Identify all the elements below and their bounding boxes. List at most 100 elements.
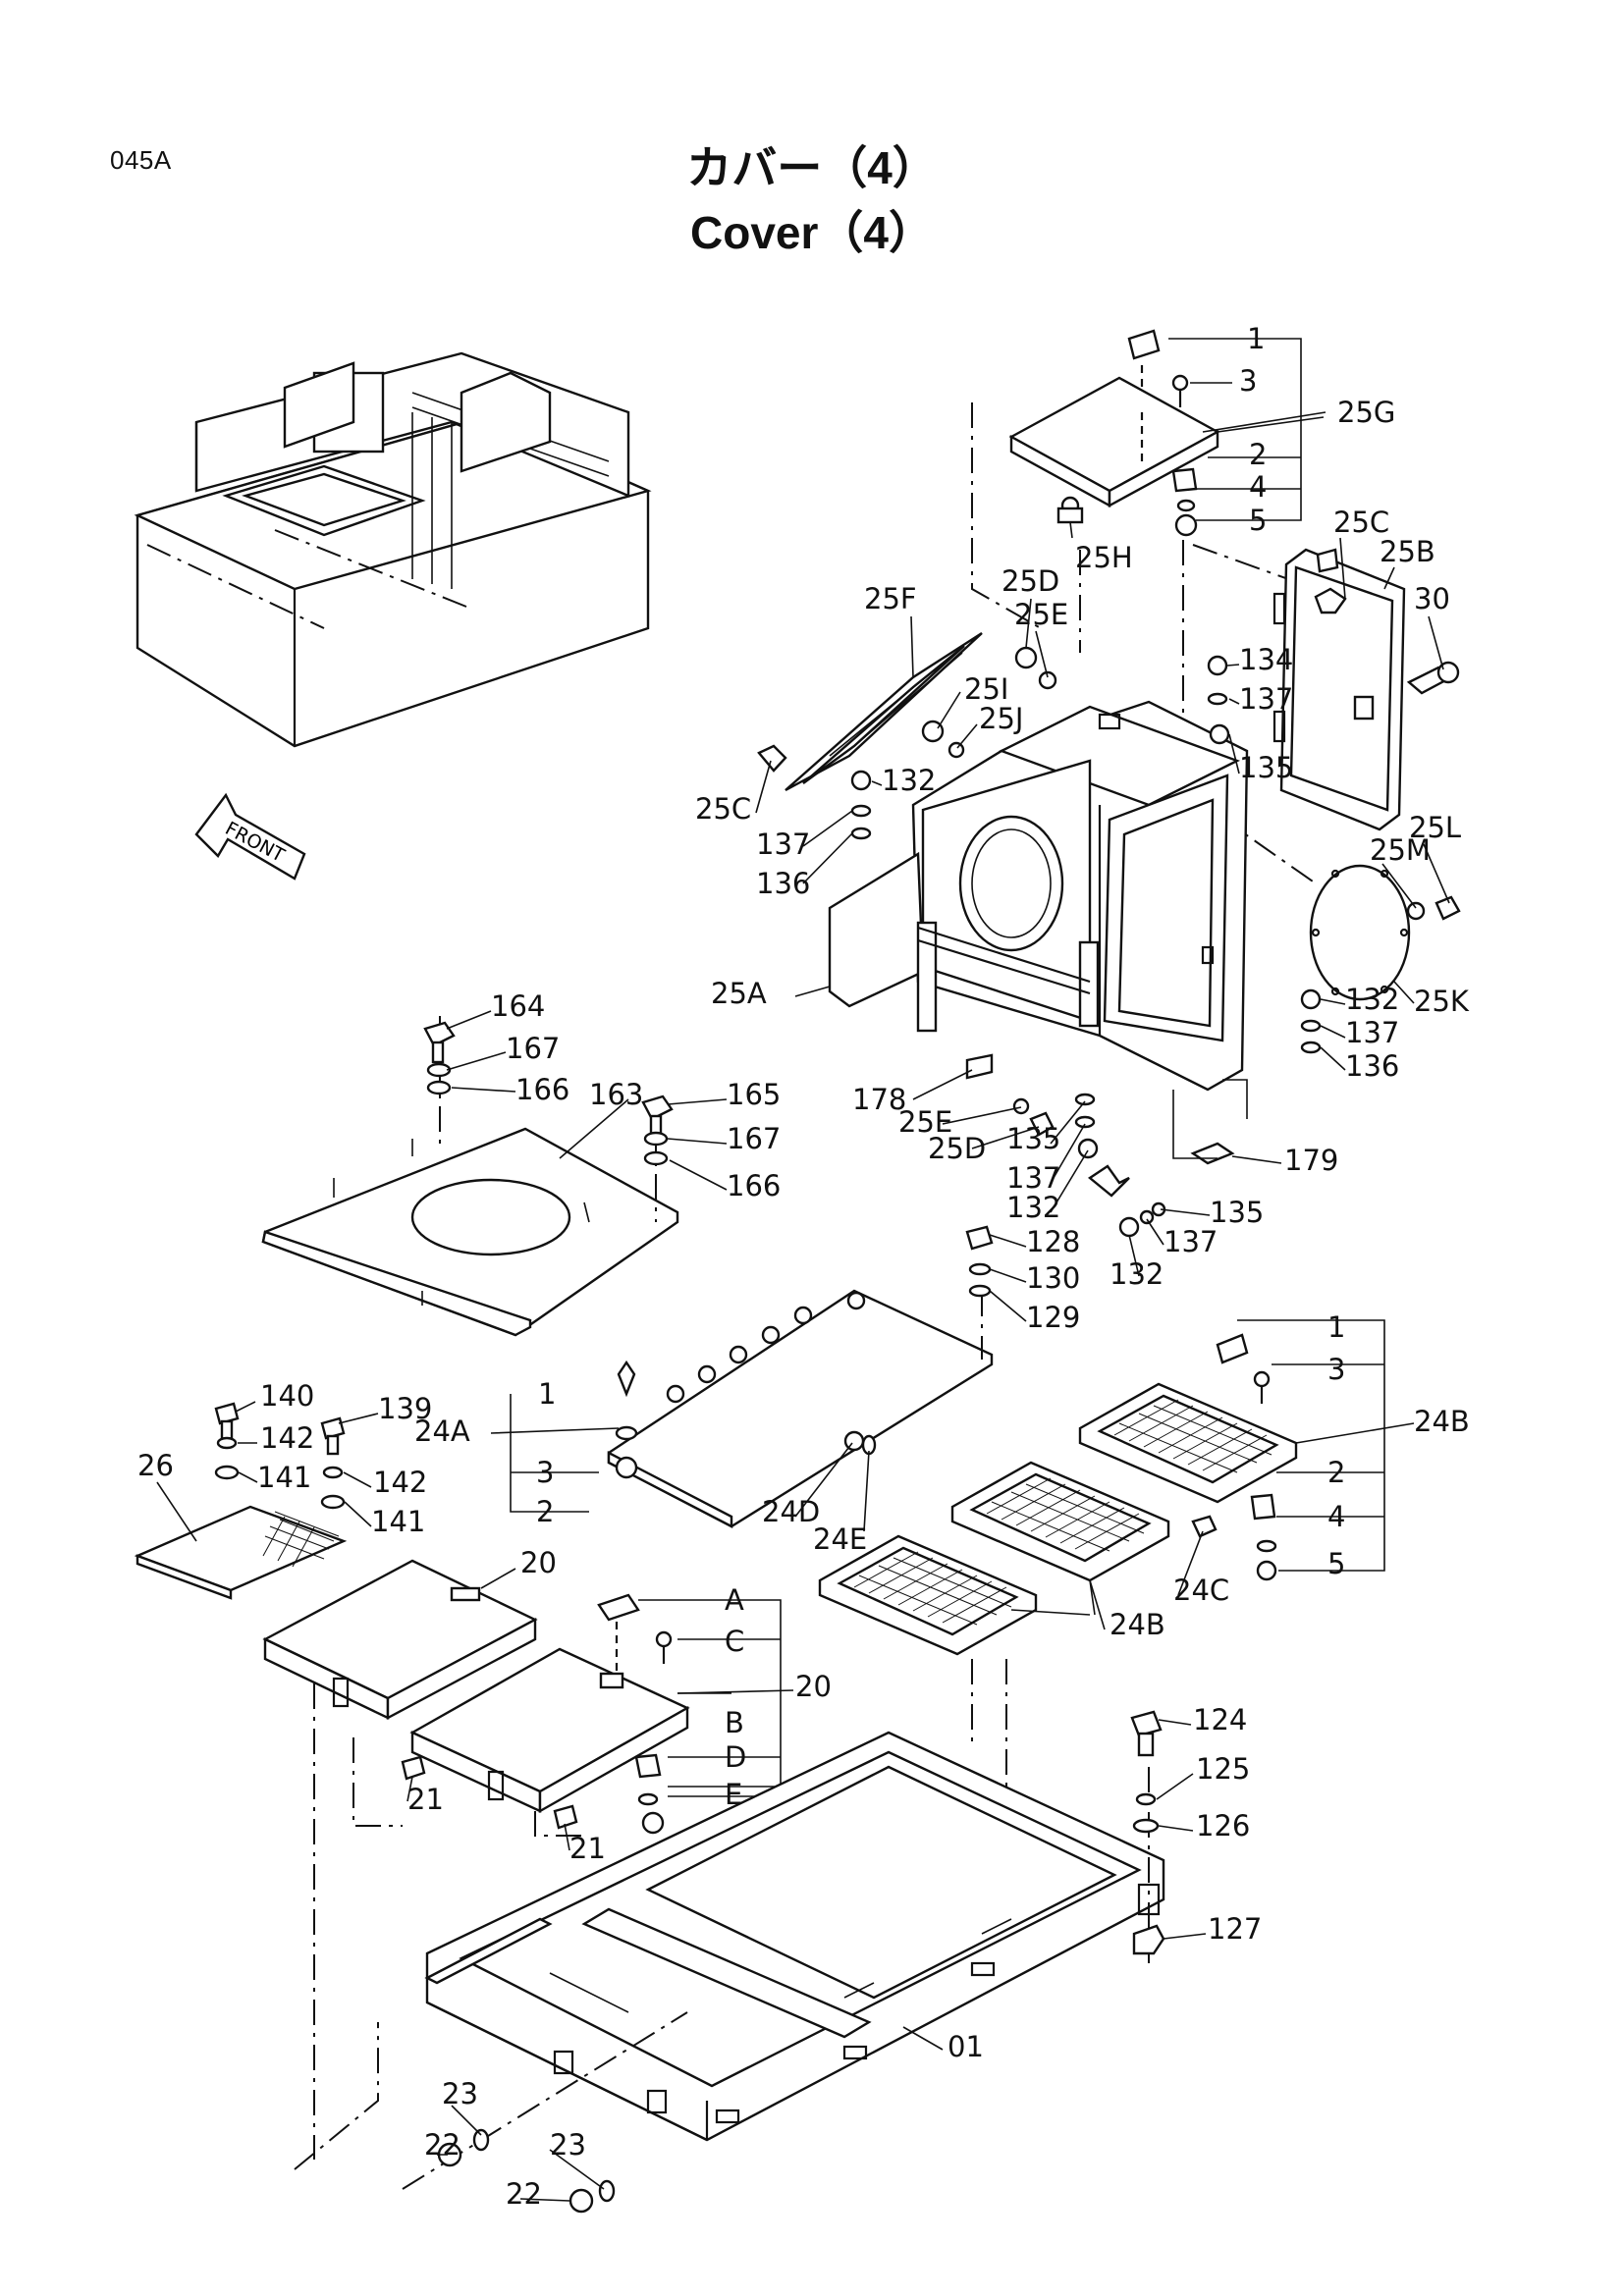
- door-20-b: [409, 1647, 690, 1814]
- callout-167-a: 167: [506, 1032, 560, 1065]
- callout-E: E: [725, 1778, 742, 1811]
- callout-1-left: 1: [538, 1377, 556, 1411]
- callout-132-top: 132: [882, 764, 936, 797]
- callout-25e-top: 25E: [1014, 598, 1068, 631]
- floor-plate-hardware: [423, 1021, 674, 1166]
- callout-labels: 1 3 25G 2 4 5 25H 25C 25B 30 25D 25E 25F…: [137, 322, 1470, 2211]
- callout-141-a: 141: [257, 1461, 311, 1494]
- callout-24a: 24A: [414, 1415, 470, 1448]
- callout-135-r2: 135: [1210, 1196, 1264, 1229]
- title-english: Cover（4）: [690, 207, 934, 258]
- callout-136-left: 136: [756, 867, 810, 900]
- mesh-panel-25f: [785, 631, 983, 792]
- callout-20-b: 20: [795, 1670, 832, 1703]
- callout-25h: 25H: [1075, 541, 1133, 574]
- callout-25a: 25A: [711, 977, 767, 1010]
- round-cover-25k: [1309, 864, 1411, 1001]
- callout-C: C: [725, 1625, 744, 1658]
- floor-plate-163: [261, 1016, 679, 1337]
- callout-30: 30: [1414, 582, 1450, 615]
- callout-164: 164: [491, 989, 545, 1023]
- callout-142-a: 142: [260, 1421, 314, 1455]
- callout-5-top: 5: [1249, 504, 1267, 537]
- callout-25f: 25F: [864, 582, 917, 615]
- callout-25m: 25M: [1370, 833, 1431, 867]
- callout-25g: 25G: [1337, 396, 1395, 429]
- callout-22-a: 22: [424, 2128, 460, 2162]
- callout-21-b: 21: [569, 1832, 606, 1865]
- callout-126: 126: [1196, 1809, 1250, 1842]
- callout-137-mid: 137: [1006, 1161, 1060, 1195]
- callout-23-b: 23: [550, 2128, 586, 2162]
- callout-22-b: 22: [506, 2177, 542, 2211]
- callout-2-left: 2: [536, 1495, 554, 1528]
- callout-25k: 25K: [1414, 985, 1470, 1018]
- callout-23-a: 23: [442, 2077, 478, 2110]
- callout-01: 01: [947, 2030, 984, 2063]
- callout-4-right: 4: [1327, 1500, 1345, 1533]
- callout-137-right: 137: [1345, 1016, 1399, 1049]
- callout-D: D: [725, 1740, 746, 1774]
- frame-01: [294, 1683, 1165, 2190]
- callout-132-right: 132: [1345, 983, 1399, 1016]
- callout-136-right: 136: [1345, 1049, 1399, 1083]
- housing-25a: [828, 700, 1249, 1092]
- callout-125: 125: [1196, 1752, 1250, 1786]
- callout-24d: 24D: [762, 1495, 820, 1528]
- callout-127: 127: [1208, 1912, 1262, 1946]
- callout-25i: 25I: [964, 672, 1008, 706]
- callout-4-top: 4: [1249, 470, 1267, 504]
- callout-166-b: 166: [727, 1169, 781, 1202]
- mesh-panel-26: [134, 1505, 348, 1600]
- door-25b: [1272, 548, 1460, 831]
- callout-20-a: 20: [520, 1546, 557, 1579]
- callout-137-top: 137: [1239, 682, 1293, 716]
- callout-21-a: 21: [407, 1783, 444, 1816]
- callout-25j: 25J: [979, 702, 1023, 735]
- callout-139: 139: [378, 1392, 432, 1425]
- callout-26: 26: [137, 1449, 174, 1482]
- callout-137-left: 137: [756, 828, 810, 861]
- machine-overview-illustration: [134, 351, 652, 748]
- callout-B: B: [725, 1706, 744, 1739]
- callout-129: 129: [1026, 1301, 1080, 1334]
- callout-5-right: 5: [1327, 1547, 1345, 1580]
- frame-hardware: [437, 1710, 1165, 2214]
- callout-2-right: 2: [1327, 1456, 1345, 1489]
- panel-24a-hardware: [510, 1225, 994, 1513]
- callout-24c: 24C: [1173, 1574, 1229, 1607]
- grille-24b-a: [1078, 1382, 1298, 1504]
- callout-135-mid: 135: [1006, 1122, 1060, 1155]
- callout-132-mid: 132: [1006, 1191, 1060, 1224]
- grille-24b-b: [950, 1461, 1170, 1582]
- callout-179: 179: [1284, 1144, 1338, 1177]
- callout-2-top: 2: [1249, 438, 1267, 471]
- callout-130: 130: [1026, 1261, 1080, 1295]
- page-code: 045A: [110, 145, 172, 175]
- callout-25e-bottom: 25E: [898, 1105, 952, 1139]
- callout-124: 124: [1193, 1703, 1247, 1736]
- callout-24b-top: 24B: [1414, 1405, 1470, 1438]
- grille-24b-c: [818, 1534, 1038, 1656]
- mesh-26-hardware: [214, 1402, 346, 1510]
- callout-24e: 24E: [813, 1522, 867, 1556]
- front-direction-arrow: FRONT: [194, 792, 306, 881]
- callout-3-left: 3: [536, 1456, 554, 1489]
- callout-1-top: 1: [1247, 322, 1265, 355]
- callout-135-top: 135: [1239, 751, 1293, 784]
- callout-132-r2: 132: [1110, 1257, 1164, 1291]
- callout-25c-top: 25C: [1333, 506, 1389, 539]
- callout-25l: 25L: [1409, 811, 1461, 844]
- callout-A: A: [725, 1583, 744, 1617]
- title-japanese: カバー（4）: [686, 142, 938, 193]
- grille-hardware: [971, 1319, 1415, 1816]
- leader-lines: [156, 416, 1450, 2202]
- callout-166-a: 166: [515, 1073, 569, 1106]
- callout-25b: 25B: [1380, 535, 1435, 568]
- callout-25d-top: 25D: [1001, 564, 1059, 598]
- callout-140: 140: [260, 1379, 314, 1413]
- panel-24a: [607, 1289, 994, 1528]
- callout-163: 163: [589, 1078, 643, 1111]
- callout-141-b: 141: [371, 1505, 425, 1538]
